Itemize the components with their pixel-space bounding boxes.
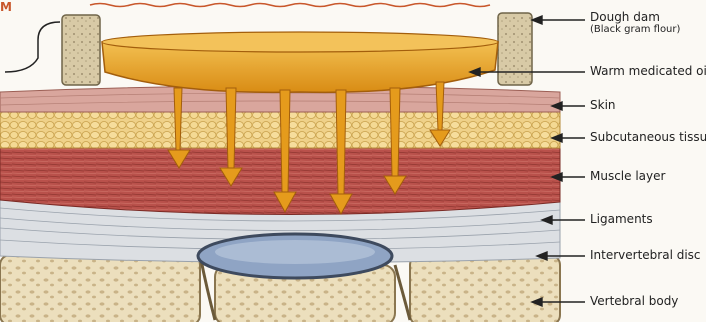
corner-arrow: [5, 22, 60, 72]
label-subcutaneous: Subcutaneous tissue: [590, 130, 706, 144]
label-ligaments: Ligaments: [590, 212, 653, 226]
subcutaneous-layer: [0, 112, 560, 148]
top-wavy-border: [90, 4, 490, 7]
dough-dam-left: [62, 15, 100, 85]
label-dough-dam-text: Dough dam: [590, 10, 680, 24]
label-warm-oil: Warm medicated oil: [590, 64, 706, 78]
label-vertebral-body: Vertebral body: [590, 294, 678, 308]
label-disc: Intervertebral disc: [590, 248, 701, 262]
dough-dam-right: [498, 13, 532, 85]
muscle-layer: [0, 148, 560, 215]
label-dough-dam-subtext: (Black gram flour): [590, 24, 680, 35]
label-dough-dam: Dough dam (Black gram flour): [590, 10, 680, 35]
label-skin: Skin: [590, 98, 616, 112]
label-muscle: Muscle layer: [590, 169, 665, 183]
